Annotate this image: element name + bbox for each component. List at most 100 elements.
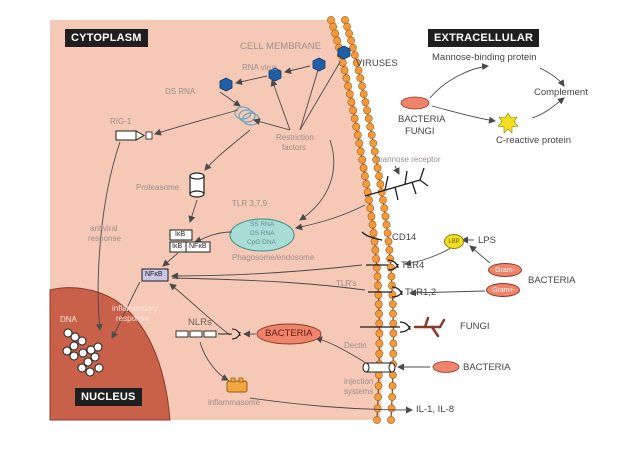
phagosome-endosome xyxy=(229,218,295,252)
lipid-head xyxy=(358,82,366,90)
lipid-head xyxy=(352,122,361,131)
lipid-head xyxy=(389,349,398,358)
lipid-head xyxy=(358,155,367,164)
injection-systems-label-2: systems xyxy=(344,387,374,396)
phagosome-endosome-label: Phagosome/endosome xyxy=(232,253,315,262)
lipid-head xyxy=(356,147,365,156)
lipid-head xyxy=(366,122,375,131)
lipid-head xyxy=(382,220,391,229)
phagosome-line-3: CpG DNA xyxy=(247,239,276,246)
lipid-head xyxy=(389,309,397,318)
lipid-head xyxy=(372,263,381,272)
lipid-head xyxy=(374,381,383,390)
bacteria-extracellular-top xyxy=(400,96,430,110)
lipid-head xyxy=(389,319,398,328)
lipid-head xyxy=(388,381,397,390)
mannose-receptor-label: mannose receptor xyxy=(376,155,441,164)
inflammasome-icon xyxy=(226,377,248,393)
lipid-head xyxy=(387,404,396,413)
lipid-head xyxy=(359,164,368,172)
fungi-label-right: FUNGI xyxy=(460,321,490,332)
nlrs-label: NLRs xyxy=(188,317,212,328)
bacteria-extracellular-bottom xyxy=(432,361,460,373)
bacteria-label-bottom: BACTERIA xyxy=(463,362,511,373)
nlr-receptor xyxy=(175,328,241,340)
lipid-head xyxy=(329,22,337,31)
lipid-head xyxy=(349,43,357,52)
lipid-head xyxy=(371,246,380,254)
mannose-binding-protein-label: Mannose-binding protein xyxy=(432,52,537,63)
lipid-head xyxy=(361,98,370,107)
lipid-head xyxy=(374,300,383,309)
lipid-head xyxy=(344,82,352,90)
inflammasome-label: inflammasome xyxy=(208,398,261,407)
antiviral-response-label-2: response xyxy=(88,234,121,243)
lipid-head xyxy=(385,246,394,254)
ds-rna-label: DS RNA xyxy=(165,87,196,96)
injection-systems-label-1: injection xyxy=(344,377,374,386)
lipid-head xyxy=(375,349,384,358)
lipid-head xyxy=(362,180,371,189)
restriction-factors-label-1: Restriction xyxy=(276,133,314,142)
lipid-head xyxy=(369,229,378,237)
complement-label: Complement xyxy=(534,87,588,98)
virus-hexagon-2 xyxy=(312,57,326,72)
inflammatory-response-label-2: response xyxy=(116,314,149,323)
lipid-head xyxy=(359,90,368,98)
bacteria-intracellular-label: BACTERIA xyxy=(265,328,313,339)
lipid-head xyxy=(387,416,395,424)
cd14-receptor xyxy=(361,231,383,241)
proteasome-icon xyxy=(189,172,205,198)
lipid-head xyxy=(388,393,397,401)
lipid-head xyxy=(375,339,384,348)
lipid-head xyxy=(373,416,381,424)
cell-membrane-label: CELL MEMBRANE xyxy=(240,41,321,52)
bacteria-label-right: BACTERIA xyxy=(528,275,576,286)
restriction-factors-label-2: factors xyxy=(282,143,307,152)
lipid-head xyxy=(383,229,392,237)
lipid-head xyxy=(350,51,359,60)
lipid-head xyxy=(345,90,354,98)
lipid-head xyxy=(380,204,389,213)
lipid-head xyxy=(376,180,385,189)
lipid-head xyxy=(384,237,393,246)
nfkb-label-1: NFκB xyxy=(189,243,207,250)
lipid-head xyxy=(349,106,357,115)
nfkb-label-2: NFκB xyxy=(145,271,163,278)
lipid-head xyxy=(379,196,387,204)
lipid-head xyxy=(375,329,384,338)
gram-positive-bacteria: Gram+ xyxy=(486,283,520,297)
lipid-head xyxy=(345,29,353,38)
rig1-receptor xyxy=(115,130,153,141)
tlr12-receptor xyxy=(368,286,403,298)
lipid-head xyxy=(373,272,382,281)
antiviral-response-label-1: antiviral xyxy=(90,224,118,233)
lps-label: LPS xyxy=(478,235,496,246)
lipid-head xyxy=(355,139,364,148)
fungi-label-top: FUNGI xyxy=(405,126,435,137)
lipid-head xyxy=(369,139,378,148)
lipid-head xyxy=(389,339,398,348)
lipid-head xyxy=(381,212,390,221)
dna-label: DNA xyxy=(60,315,77,324)
lipid-head xyxy=(356,74,365,83)
bacteria-label-top: BACTERIA xyxy=(398,114,446,125)
lipid-head xyxy=(388,300,397,309)
mannose-receptor-icon xyxy=(364,167,429,201)
injection-system-icon xyxy=(362,362,396,373)
fungi-extracellular-icon xyxy=(413,316,446,338)
rig1-label: RIG-1 xyxy=(110,117,132,126)
cd14-label: CD14 xyxy=(392,232,417,243)
ikb-box-1 xyxy=(169,229,193,241)
lipid-head xyxy=(342,74,351,83)
nucleus-banner: NUCLEUS xyxy=(75,388,142,406)
lipid-head xyxy=(368,220,377,229)
lipid-head xyxy=(354,66,363,75)
phagosome-line-2: DS RNA xyxy=(250,230,275,237)
proteasome-label: Proteasome xyxy=(136,183,180,192)
lipid-head xyxy=(375,309,383,318)
lipid-head xyxy=(333,36,341,45)
lipid-head xyxy=(387,272,396,281)
